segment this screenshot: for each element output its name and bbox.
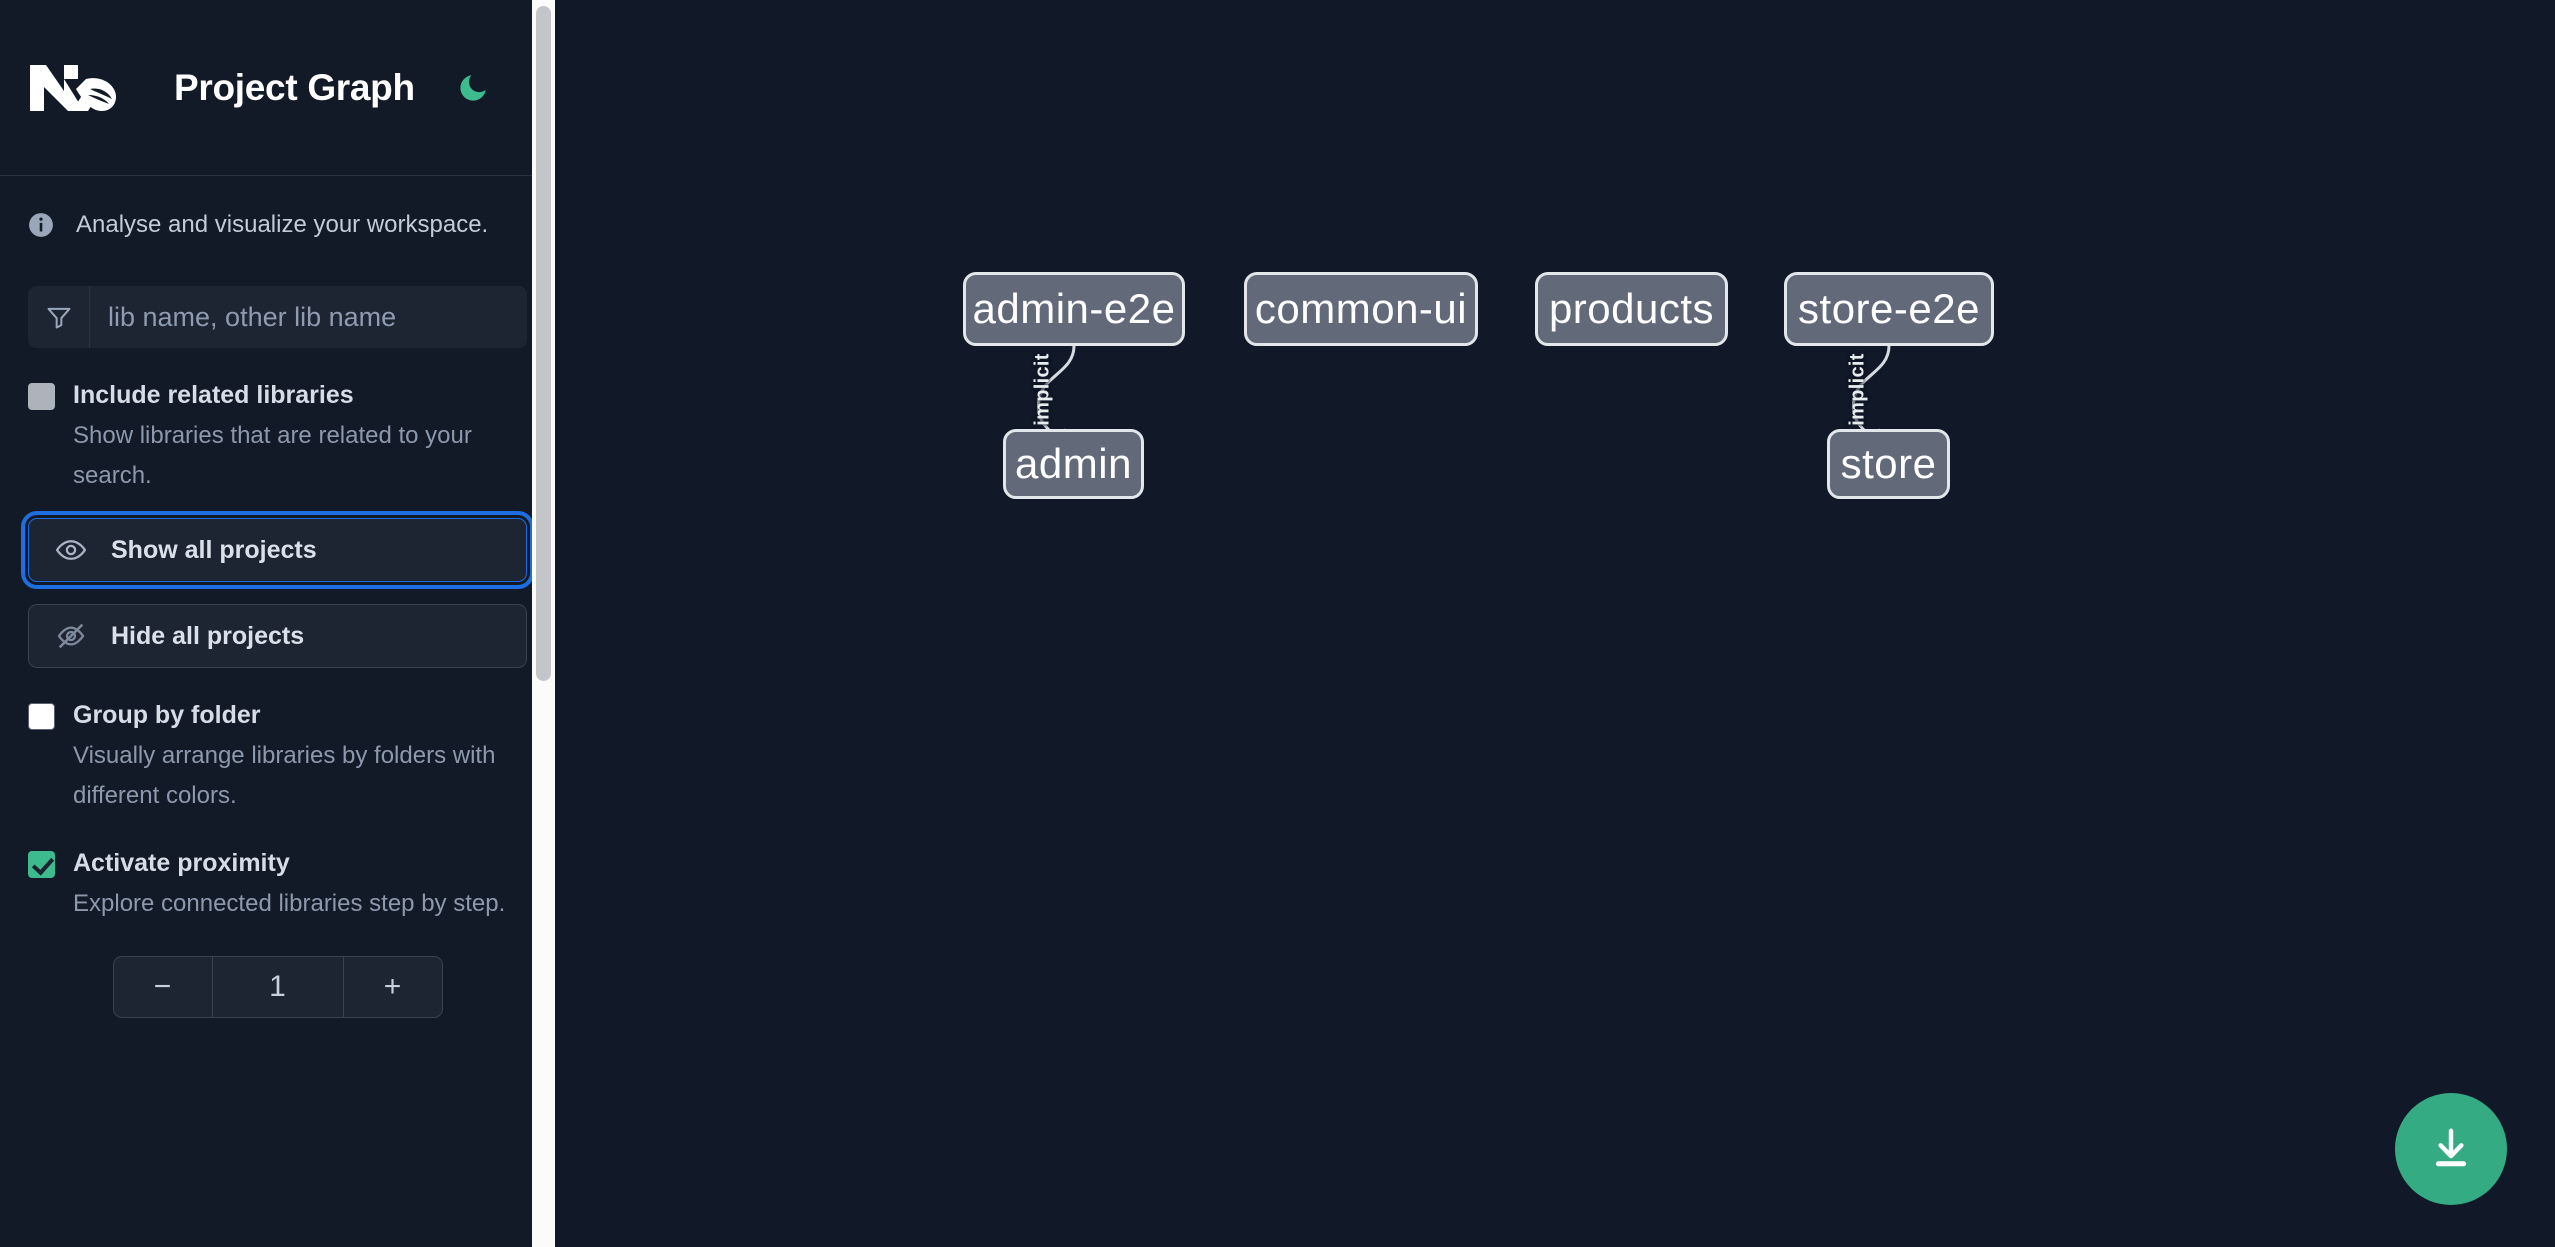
option-activate-proximity: Activate proximity Explore connected lib… <box>28 846 527 924</box>
graph-edges <box>1036 345 1891 452</box>
graph-canvas[interactable]: admin-e2e common-ui products store-e2e a… <box>555 0 2555 1247</box>
option-include-related-libraries: Include related libraries Show libraries… <box>28 378 527 496</box>
funnel-icon <box>28 286 90 348</box>
proximity-stepper: − 1 + <box>112 956 443 1018</box>
sidebar-header: Project Graph <box>0 0 555 176</box>
group-by-folder-description: Visually arrange libraries by folders wi… <box>73 742 496 809</box>
eye-off-icon <box>55 620 87 652</box>
group-by-folder-label: Group by folder <box>73 701 261 729</box>
workspace-info-text: Analyse and visualize your workspace. <box>76 211 489 238</box>
include-related-libraries-checkbox[interactable] <box>28 383 55 410</box>
include-related-libraries-label: Include related libraries <box>73 381 354 409</box>
filter-search-box[interactable] <box>28 286 527 348</box>
graph-node-admin[interactable]: admin <box>1003 429 1144 499</box>
show-all-projects-button[interactable]: Show all projects <box>21 511 534 589</box>
moon-icon[interactable] <box>453 68 493 108</box>
hide-all-projects-label: Hide all projects <box>111 621 305 650</box>
edge-label-store-e2e-store: implicit <box>1846 353 1869 426</box>
group-by-folder-checkbox[interactable] <box>28 703 55 730</box>
graph-node-store-e2e[interactable]: store-e2e <box>1784 272 1994 346</box>
sidebar-scrollbar-thumb[interactable] <box>536 6 551 681</box>
proximity-value: 1 <box>269 970 286 1003</box>
proximity-decrement-button[interactable]: − <box>114 957 213 1017</box>
eye-icon <box>55 534 87 566</box>
show-all-projects-label: Show all projects <box>111 535 317 564</box>
graph-node-products[interactable]: products <box>1535 272 1728 346</box>
activate-proximity-checkbox[interactable] <box>28 851 55 878</box>
search-input[interactable] <box>90 286 527 348</box>
option-group-by-folder: Group by folder Visually arrange librari… <box>28 698 527 816</box>
activate-proximity-description: Explore connected libraries step by step… <box>73 890 506 917</box>
proximity-increment-button[interactable]: + <box>342 957 442 1017</box>
sidebar-scrollbar-track[interactable] <box>532 0 555 1247</box>
sidebar-body: Analyse and visualize your workspace. In… <box>0 176 555 1018</box>
edge-label-admin-e2e-admin: implicit <box>1031 353 1054 426</box>
include-related-libraries-description: Show libraries that are related to your … <box>73 422 472 489</box>
graph-node-store[interactable]: store <box>1827 429 1950 499</box>
download-image-button[interactable] <box>2395 1093 2507 1205</box>
hide-all-projects-button[interactable]: Hide all projects <box>28 604 527 668</box>
activate-proximity-label: Activate proximity <box>73 849 290 877</box>
download-icon <box>2428 1125 2474 1174</box>
graph-node-admin-e2e[interactable]: admin-e2e <box>963 272 1185 346</box>
info-icon <box>28 212 54 238</box>
page-title: Project Graph <box>174 66 415 108</box>
sidebar: Project Graph Analyse and visualize your… <box>0 0 555 1247</box>
nx-logo-icon <box>28 59 124 117</box>
workspace-info: Analyse and visualize your workspace. <box>28 176 527 274</box>
graph-node-common-ui[interactable]: common-ui <box>1244 272 1478 346</box>
